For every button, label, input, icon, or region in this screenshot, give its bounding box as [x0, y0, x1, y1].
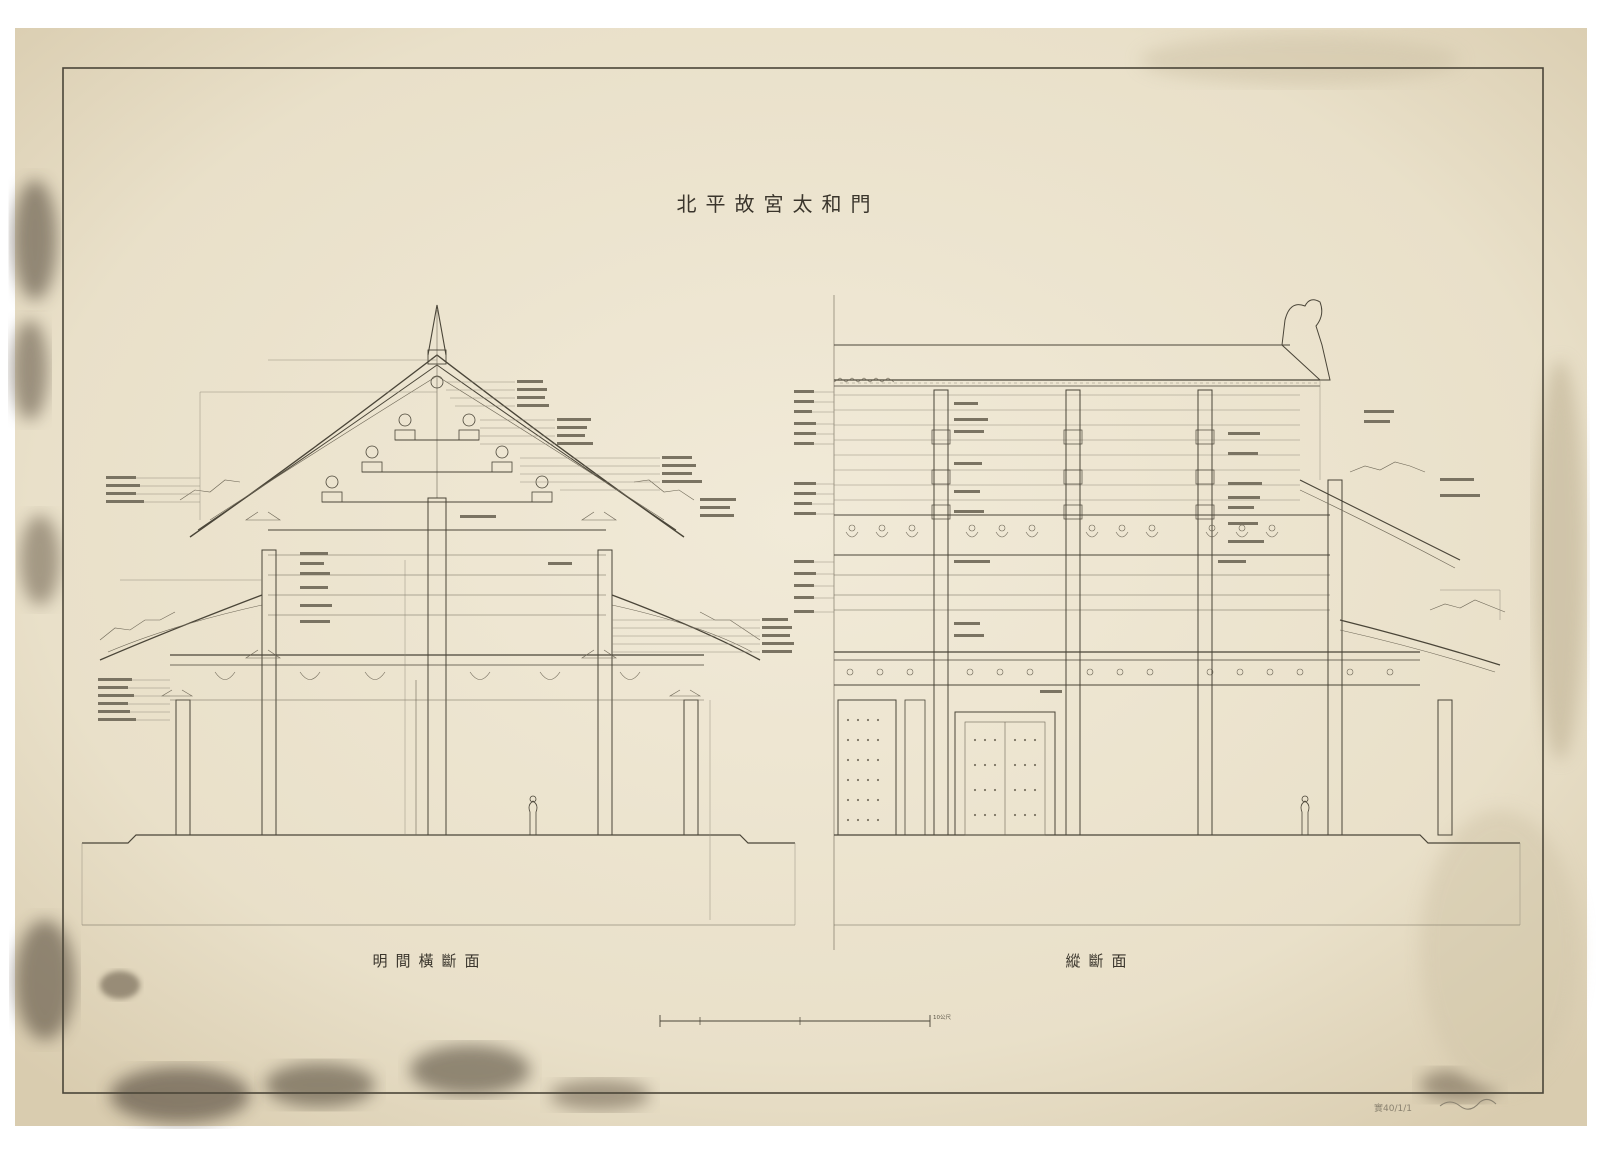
handwritten-mark — [1439, 1098, 1497, 1110]
paper-sheet — [15, 28, 1587, 1126]
cross-section-drawing — [81, 304, 796, 926]
drawing-title: 北平故宮太和門 — [677, 192, 880, 216]
cross-section-caption: 明間橫斷面 — [372, 952, 487, 970]
drawing-border — [62, 67, 1544, 1094]
longitudinal-section-drawing — [794, 299, 1521, 926]
water-stains — [12, 35, 1585, 1123]
scale-bar-label: 10公尺 — [933, 1014, 951, 1021]
archive-number: 實40/1/1 — [1374, 1102, 1412, 1114]
scale-bar: 10公尺 — [659, 1014, 951, 1027]
longitudinal-section-caption: 縱斷面 — [1065, 952, 1134, 970]
